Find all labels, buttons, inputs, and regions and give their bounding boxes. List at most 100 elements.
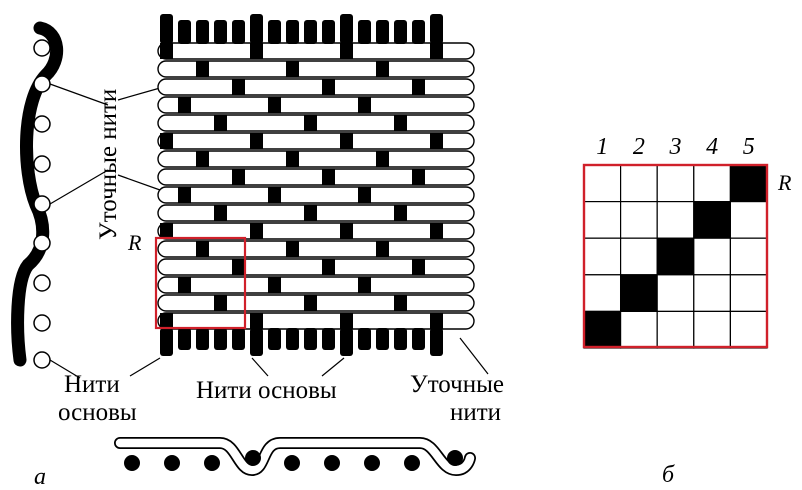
warp-end-top (430, 14, 443, 44)
warp-float (430, 133, 443, 149)
warp-end-top (196, 20, 209, 44)
leader-lines-bottom (129, 337, 489, 377)
warp-end-top (340, 14, 353, 44)
warp-float (340, 313, 353, 329)
warp-end-bottom (232, 328, 245, 350)
warp-end-top (376, 20, 389, 44)
warp-float (394, 295, 407, 311)
warp-end-top (160, 14, 173, 44)
column-number: 5 (743, 134, 755, 160)
weft-threads-vertical-label: Уточные нити (95, 89, 122, 240)
warp-float (178, 97, 191, 113)
warp-float (286, 61, 299, 77)
grid-cell (619, 310, 658, 349)
warp-float (160, 223, 173, 239)
warp-float (394, 205, 407, 221)
warp-float (304, 295, 317, 311)
weave-grid (157, 14, 475, 356)
warp-float (340, 133, 353, 149)
grid-cell (656, 164, 695, 203)
warp-float (412, 169, 425, 185)
weft-cross-sections-left (33, 39, 51, 369)
weft-bar (157, 240, 475, 258)
grid-cell (729, 274, 768, 312)
warp-float (196, 61, 209, 77)
weft-bar (157, 132, 475, 150)
warp-float (394, 115, 407, 131)
grid-cell (729, 201, 768, 239)
grid-cell (619, 201, 658, 239)
weft-label-right-line1: Уточные (410, 371, 504, 398)
warp-end-top (268, 20, 281, 44)
warp-float (304, 205, 317, 221)
warp-float (340, 43, 353, 59)
weft-bar (157, 60, 475, 78)
grid-cell (619, 237, 658, 276)
grid-cell (583, 237, 622, 276)
warp-float (196, 151, 209, 167)
grid-cell (619, 164, 658, 203)
warp-cross-sections-bottom (124, 450, 463, 471)
warp-float (160, 313, 173, 329)
warp-end-top (322, 20, 335, 44)
warp-end-bottom (322, 328, 335, 350)
warp-label-left-line2: основы (58, 399, 137, 426)
warp-end-bottom (304, 328, 317, 350)
grid-cell (729, 310, 768, 349)
weft-bar (157, 258, 475, 276)
column-number: 3 (669, 134, 682, 160)
warp-end-bottom (196, 328, 209, 350)
weft-bar (157, 222, 475, 240)
warp-float (268, 187, 281, 203)
weft-bar (157, 276, 475, 294)
warp-float (250, 43, 263, 59)
warp-end-top (304, 20, 317, 44)
warp-end-bottom (178, 328, 191, 350)
warp-end-bottom (268, 328, 281, 350)
warp-float (250, 223, 263, 239)
warp-float (322, 169, 335, 185)
panel-letter-a: а (34, 464, 46, 490)
warp-float (376, 241, 389, 257)
weave-structure-diagram: R Уточные нити Нити основы Нити основы У… (11, 14, 504, 490)
warp-end-top (232, 20, 245, 44)
repeat-grid-cells (583, 164, 768, 349)
warp-float (412, 259, 425, 275)
warp-float (214, 115, 227, 131)
warp-float (214, 205, 227, 221)
grid-cell-filled (619, 274, 658, 312)
warp-end-top (178, 20, 191, 44)
grid-cell (583, 201, 622, 239)
warp-float (376, 151, 389, 167)
grid-cell (693, 237, 731, 276)
weft-label-right-line2: нити (450, 399, 501, 426)
grid-cell-filled (729, 164, 768, 203)
warp-label-center: Нити основы (196, 377, 337, 404)
warp-float (358, 97, 371, 113)
grid-cell (729, 237, 768, 276)
weft-bar (157, 312, 475, 330)
warp-end-bottom (412, 328, 425, 350)
panel-letter-b: б (662, 462, 675, 488)
warp-end-bottom (160, 328, 173, 356)
weft-bar (157, 168, 475, 186)
weft-thread-profile-inner (115, 438, 475, 475)
warp-end-bottom (430, 328, 443, 356)
warp-float (430, 43, 443, 59)
weft-bar (157, 150, 475, 168)
repeat-box-b (582, 163, 769, 349)
warp-float (430, 223, 443, 239)
warp-end-top (358, 20, 371, 44)
grid-cell-filled (693, 201, 731, 239)
warp-end-top (250, 14, 263, 44)
warp-end-bottom (358, 328, 371, 350)
warp-end-top (286, 20, 299, 44)
warp-float (160, 133, 173, 149)
warp-end-bottom (286, 328, 299, 350)
warp-float (340, 223, 353, 239)
warp-float (268, 97, 281, 113)
warp-label-left-line1: Нити (64, 371, 120, 398)
weft-bar (157, 42, 475, 60)
warp-float (376, 61, 389, 77)
